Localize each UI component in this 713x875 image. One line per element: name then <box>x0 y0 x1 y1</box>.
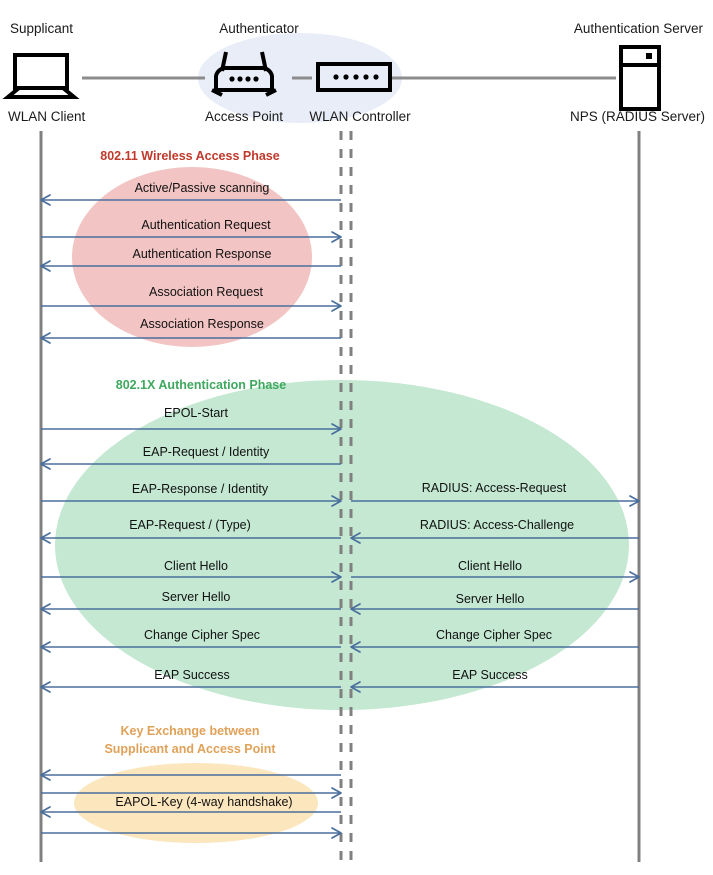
actor-role-authenticator: Authenticator <box>219 21 299 36</box>
message-label: EAP Success <box>154 668 230 682</box>
message-client-hello: Client Hello <box>41 559 342 583</box>
phase-label-dot1x-authentication: 802.1X Authentication Phase <box>116 378 286 392</box>
message-eap-success: EAP Success <box>350 668 639 693</box>
message-unlabeled-19 <box>40 769 341 781</box>
arrow-head <box>350 532 361 544</box>
arrow-head <box>331 787 342 799</box>
arrow-head <box>40 194 51 206</box>
message-label: Active/Passive scanning <box>135 181 270 195</box>
actor-role-supplicant: Supplicant <box>10 21 73 36</box>
arrow-head <box>40 641 51 653</box>
message-change-cipher-spec: Change Cipher Spec <box>40 628 341 653</box>
arrow-head <box>40 806 51 818</box>
message-label: Change Cipher Spec <box>436 628 552 642</box>
arrow-head <box>40 769 51 781</box>
message-epol-start: EPOL-Start <box>41 406 342 435</box>
message-label: EAP-Response / Identity <box>132 482 269 496</box>
message-label: EPOL-Start <box>164 406 228 420</box>
message-label: Authentication Response <box>133 247 272 261</box>
message-label: Server Hello <box>162 590 231 604</box>
arrow-head <box>40 332 51 344</box>
message-label: EAP-Request / (Type) <box>129 518 251 532</box>
phase-label-key-exchange-line1: Key Exchange between <box>121 724 260 738</box>
phase-label-key-exchange-line2: Supplicant and Access Point <box>104 742 276 756</box>
arrow-head <box>350 603 361 615</box>
message-label: RADIUS: Access-Request <box>422 481 567 495</box>
message-authentication-response: Authentication Response <box>40 247 341 272</box>
message-eap-request-identity: EAP-Request / Identity <box>40 445 341 470</box>
arrow-head <box>350 681 361 693</box>
message-label: Association Request <box>149 285 263 299</box>
actor-caption-nps-radius-server: NPS (RADIUS Server) <box>570 109 705 124</box>
actor-caption-wlan-client: WLAN Client <box>8 109 86 124</box>
message-radius-access-request: RADIUS: Access-Request <box>351 481 640 507</box>
message-eap-success: EAP Success <box>40 668 341 693</box>
message-eap-request-type: EAP-Request / (Type) <box>40 518 341 544</box>
arrow-head <box>40 260 51 272</box>
message-label: RADIUS: Access-Challenge <box>420 518 574 532</box>
message-label: EAP Success <box>452 668 528 682</box>
wireless-access-point-icon <box>211 51 277 97</box>
arrow-head <box>331 571 342 583</box>
message-label: Client Hello <box>458 559 522 573</box>
message-eapol-key-4-way-handshake: EAPOL-Key (4-way handshake) <box>40 795 341 818</box>
message-label: Association Response <box>140 317 264 331</box>
arrow-head <box>629 571 640 583</box>
arrow-head <box>40 681 51 693</box>
message-association-response: Association Response <box>40 317 341 344</box>
message-label: EAP-Request / Identity <box>143 445 270 459</box>
message-unlabeled-20 <box>41 787 342 799</box>
actor-role-authentication-server: Authentication Server <box>574 21 704 36</box>
arrow-head <box>331 495 342 507</box>
arrow-head <box>40 458 51 470</box>
arrow-head <box>629 495 640 507</box>
message-unlabeled-22 <box>41 827 342 839</box>
arrow-head <box>331 827 342 839</box>
server-icon <box>619 45 661 111</box>
arrow-head <box>40 603 51 615</box>
arrow-head <box>331 300 342 312</box>
arrow-head <box>331 231 342 243</box>
message-label: Server Hello <box>456 592 525 606</box>
phase-label-wireless-access: 802.11 Wireless Access Phase <box>100 149 279 163</box>
message-radius-access-challenge: RADIUS: Access-Challenge <box>350 518 639 544</box>
message-label: Authentication Request <box>141 218 271 232</box>
arrow-head <box>331 423 342 435</box>
message-label: EAPOL-Key (4-way handshake) <box>115 795 292 809</box>
actor-caption-wlan-controller: WLAN Controller <box>309 109 411 124</box>
phase-ellipse-wireless-access <box>72 167 312 347</box>
message-authentication-request: Authentication Request <box>41 218 342 243</box>
message-change-cipher-spec: Change Cipher Spec <box>350 628 639 653</box>
phase-ellipse-key-exchange <box>74 763 318 843</box>
message-label: Client Hello <box>164 559 228 573</box>
message-client-hello: Client Hello <box>351 559 640 583</box>
wlan-controller-icon <box>316 62 392 92</box>
arrow-head <box>40 532 51 544</box>
actor-caption-access-point: Access Point <box>205 109 283 124</box>
message-server-hello: Server Hello <box>350 592 639 615</box>
message-association-request: Association Request <box>41 285 342 312</box>
message-eap-response-identity: EAP-Response / Identity <box>41 482 342 507</box>
message-active-passive-scanning: Active/Passive scanning <box>40 181 341 206</box>
arrow-head <box>350 641 361 653</box>
message-server-hello: Server Hello <box>40 590 341 615</box>
laptop-icon <box>2 53 80 99</box>
message-label: Change Cipher Spec <box>144 628 260 642</box>
